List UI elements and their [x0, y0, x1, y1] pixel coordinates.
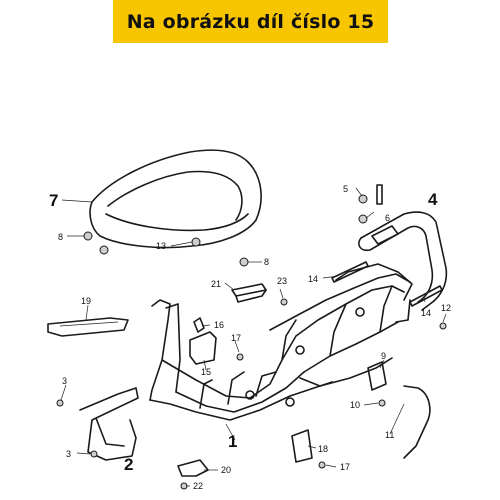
bracket-9-part — [367, 361, 387, 391]
strip-left-part — [331, 261, 369, 283]
callout-19: 19 — [81, 296, 91, 306]
bracket-15-part — [189, 317, 217, 365]
bracket-21-part — [231, 283, 267, 303]
callout-21: 21 — [211, 279, 221, 289]
title-banner: Na obrázku díl číslo 15 — [113, 0, 388, 43]
callout-6: 6 — [385, 213, 390, 223]
plate-part — [47, 317, 129, 337]
callout-7: 7 — [49, 191, 58, 210]
callout-15: 15 — [201, 367, 211, 377]
callout-3a: 3 — [62, 376, 67, 386]
callout-5: 5 — [343, 184, 348, 194]
callout-3b: 3 — [66, 449, 71, 459]
callout-labels: 7 4 1 2 8 13 8 5 6 14 14 23 21 19 16 17 … — [49, 184, 451, 491]
callout-11: 11 — [385, 430, 394, 440]
callout-2: 2 — [124, 455, 133, 474]
callout-17b: 17 — [340, 462, 350, 472]
callout-12: 12 — [441, 303, 451, 313]
callout-22: 22 — [193, 481, 203, 491]
callout-9: 9 — [381, 351, 386, 361]
callout-14b: 14 — [421, 308, 431, 318]
callout-13: 13 — [156, 241, 166, 251]
cable-part — [403, 385, 431, 459]
callout-8a: 8 — [58, 232, 63, 242]
callout-1: 1 — [228, 432, 237, 451]
main-frame-part — [149, 263, 413, 421]
callout-4: 4 — [428, 190, 438, 209]
leader-lines — [60, 187, 447, 487]
bracket-18-part — [291, 429, 313, 463]
strip-right-part — [409, 285, 443, 307]
banner-text: Na obrázku díl číslo 15 — [126, 10, 375, 33]
rear-rack-part — [358, 211, 448, 311]
callout-20: 20 — [221, 465, 231, 475]
fasteners — [56, 184, 447, 490]
callout-17a: 17 — [231, 333, 241, 343]
callout-8b: 8 — [264, 257, 269, 267]
bracket-part — [79, 387, 139, 461]
callout-16: 16 — [214, 320, 224, 330]
callout-14a: 14 — [308, 274, 318, 284]
callout-10: 10 — [350, 400, 360, 410]
bracket-20-part — [177, 459, 209, 477]
callout-18: 18 — [318, 444, 328, 454]
callout-23: 23 — [277, 276, 287, 286]
seat-part — [89, 149, 262, 249]
